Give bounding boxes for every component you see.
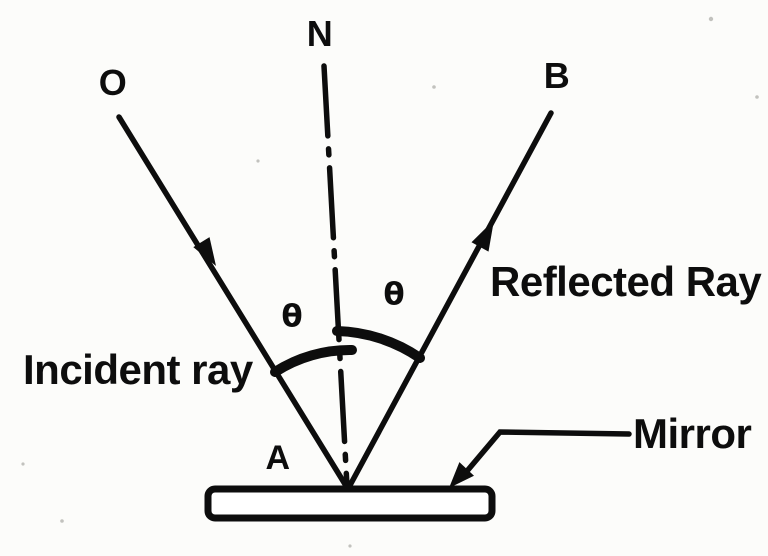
angle-arc-left <box>270 344 357 377</box>
mirror-bar <box>204 485 496 522</box>
mirror-label: Mirror <box>633 410 752 457</box>
reflected-ray-label: Reflected Ray <box>490 258 762 305</box>
angle-arc-right <box>332 326 425 363</box>
mirror-leader-arrowhead-icon <box>449 462 474 488</box>
theta-right-label: θ <box>383 276 405 313</box>
mirror-leader-line <box>459 429 632 480</box>
incident-ray-label: Incident ray <box>23 346 253 393</box>
point-label-a: A <box>265 439 291 477</box>
normal-line <box>321 63 350 489</box>
theta-left-label: θ <box>281 298 303 335</box>
incident-ray-line <box>116 114 351 492</box>
reflected-ray-line <box>345 110 554 492</box>
incident-ray-arrowhead-icon <box>193 237 216 266</box>
point-label-o: O <box>98 62 128 103</box>
paper-specks <box>21 16 759 548</box>
point-label-n: N <box>306 13 334 54</box>
point-label-b: B <box>543 55 571 96</box>
reflected-ray-arrowhead-icon <box>471 220 494 252</box>
